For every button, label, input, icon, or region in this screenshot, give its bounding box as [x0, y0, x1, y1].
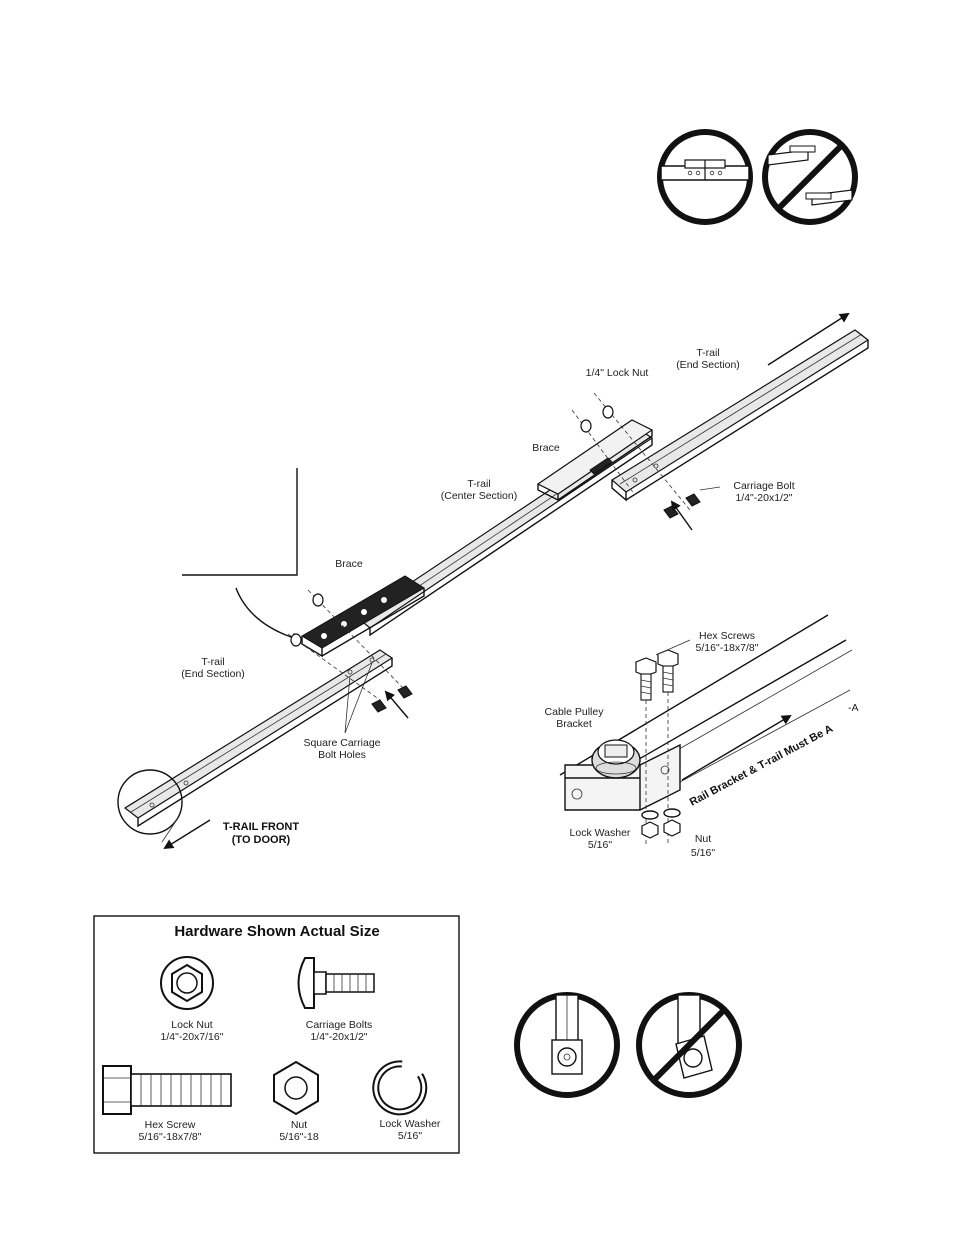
lock-nut-top-1 — [571, 409, 636, 496]
lock-nut-icon — [160, 956, 214, 1010]
hw-washer-2: 5/16" — [398, 1130, 422, 1142]
label-stray-a: -A — [848, 702, 859, 714]
hw-lock-nut-2: 1/4"-20x7/16" — [161, 1031, 224, 1043]
carriage-bolt-lower-2 — [397, 685, 413, 699]
label-trail-end-low-1: T-rail — [201, 656, 224, 668]
correct-pulley-icon — [514, 992, 620, 1098]
label-lock-washer-1: Lock Washer — [570, 827, 631, 839]
hw-hex-screw-1: Hex Screw — [145, 1119, 196, 1131]
trail-end-section-top — [610, 329, 870, 502]
direction-arrow-up — [767, 312, 850, 366]
hw-washer-1: Lock Washer — [380, 1118, 441, 1130]
hardware-title: Hardware Shown Actual Size — [174, 923, 379, 940]
label-trail-end-top-1: T-rail — [696, 347, 719, 359]
lock-nut-lower-2 — [307, 589, 406, 691]
hw-lock-nut-1: Lock Nut — [171, 1019, 213, 1031]
carriage-bolt-top-2 — [685, 493, 701, 507]
hw-nut-2: 5/16"-18 — [279, 1131, 318, 1143]
direction-arrow-front — [163, 819, 211, 850]
label-trail-front-1: T-RAIL FRONT — [223, 821, 299, 833]
carriage-bolt-top-1 — [663, 505, 679, 519]
insert-arrow-lower — [384, 690, 409, 719]
curved-arrow — [235, 587, 302, 643]
label-brace-top: Brace — [532, 442, 560, 454]
label-hex-screws-2: 5/16"-18x7/8" — [696, 642, 759, 654]
insert-arrow-top — [670, 500, 693, 531]
incorrect-pulley-icon — [636, 992, 742, 1098]
brace-top — [536, 419, 654, 502]
hex-screw-1 — [635, 657, 657, 845]
carriage-bolt-lower-1 — [371, 699, 387, 713]
label-carriage-bolt-1: Carriage Bolt — [733, 480, 794, 492]
hex-screw-icon — [102, 1065, 232, 1115]
label-cable-pulley-1: Cable Pulley — [545, 706, 605, 718]
label-trail-center-1: T-rail — [467, 478, 490, 490]
label-square-holes-1: Square Carriage — [303, 737, 380, 749]
label-lock-nut-top: 1/4" Lock Nut — [586, 367, 649, 379]
alignment-arrow — [681, 714, 792, 781]
label-hex-screws-1: Hex Screws — [699, 630, 755, 642]
label-cable-pulley-2: Bracket — [556, 718, 592, 730]
lock-nut-lower-1 — [287, 633, 381, 701]
label-nut-1: Nut — [695, 833, 711, 845]
hw-hex-screw-2: 5/16"-18x7/8" — [139, 1131, 202, 1143]
brace-lower — [301, 575, 425, 658]
hw-nut-1: Nut — [291, 1119, 307, 1131]
ceiling-corner-lines — [182, 468, 298, 576]
label-lock-washer-2: 5/16" — [588, 839, 612, 851]
lock-washer-icon — [372, 1060, 428, 1116]
carriage-bolt-icon — [297, 957, 375, 1009]
correct-alignment-icon — [657, 129, 753, 225]
cable-pulley-bracket — [564, 739, 681, 811]
front-detail-circle — [117, 769, 183, 835]
trail-end-section-lower — [123, 649, 394, 828]
lock-nut-top-2 — [593, 392, 691, 511]
label-square-holes-2: Bolt Holes — [318, 749, 366, 761]
label-carriage-bolt-2: 1/4"-20x1/2" — [735, 492, 792, 504]
label-trail-end-top-2: (End Section) — [676, 359, 740, 371]
label-trail-end-low-2: (End Section) — [181, 668, 245, 680]
label-trail-center-2: (Center Section) — [441, 490, 517, 502]
hex-nut-icon — [273, 1060, 319, 1116]
hw-carriage-2: 1/4"-20x1/2" — [310, 1031, 367, 1043]
incorrect-alignment-icon — [762, 129, 858, 225]
lock-washer-pair — [641, 808, 681, 820]
label-brace-lower: Brace — [335, 558, 363, 570]
hw-carriage-1: Carriage Bolts — [306, 1019, 373, 1031]
label-trail-front-2: (TO DOOR) — [232, 834, 291, 846]
nut-pair — [641, 819, 681, 839]
label-nut-2: 5/16" — [691, 847, 715, 859]
